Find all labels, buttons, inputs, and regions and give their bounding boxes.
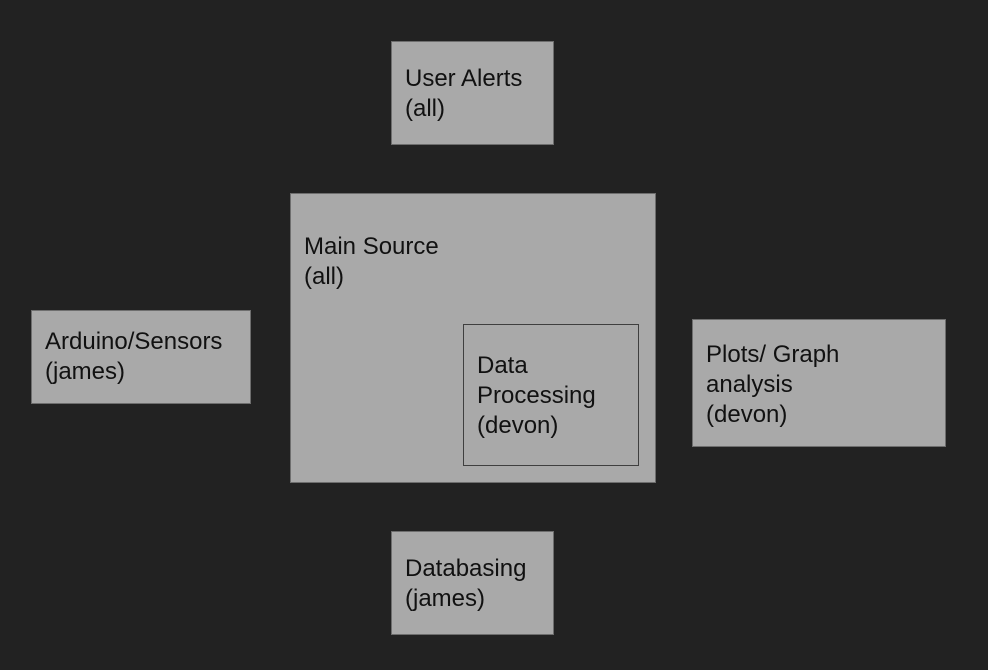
user-alerts-title: User Alerts	[405, 65, 523, 92]
main-source-owner: (all)	[304, 263, 344, 290]
databasing-box: Databasing (james)	[391, 531, 554, 635]
data-processing-title-line1: Data	[477, 352, 528, 379]
arduino-sensors-title: Arduino/Sensors	[45, 328, 223, 355]
arduino-sensors-box: Arduino/Sensors (james)	[31, 310, 251, 404]
data-processing-box: Data Processing (devon)	[463, 324, 639, 466]
databasing-title: Databasing	[405, 555, 527, 582]
databasing-owner: (james)	[405, 585, 486, 612]
data-processing-owner: (devon)	[477, 412, 559, 439]
plots-graph-title-line2: analysis	[706, 371, 793, 398]
plots-graph-analysis-box: Plots/ Graph analysis (devon)	[692, 319, 946, 447]
data-processing-title-line2: Processing	[477, 382, 596, 409]
plots-graph-title-line1: Plots/ Graph	[706, 341, 840, 368]
main-source-title: Main Source	[304, 233, 439, 260]
arduino-sensors-owner: (james)	[45, 358, 126, 385]
plots-graph-owner: (devon)	[706, 401, 788, 428]
user-alerts-box: User Alerts (all)	[391, 41, 554, 145]
user-alerts-owner: (all)	[405, 95, 445, 122]
